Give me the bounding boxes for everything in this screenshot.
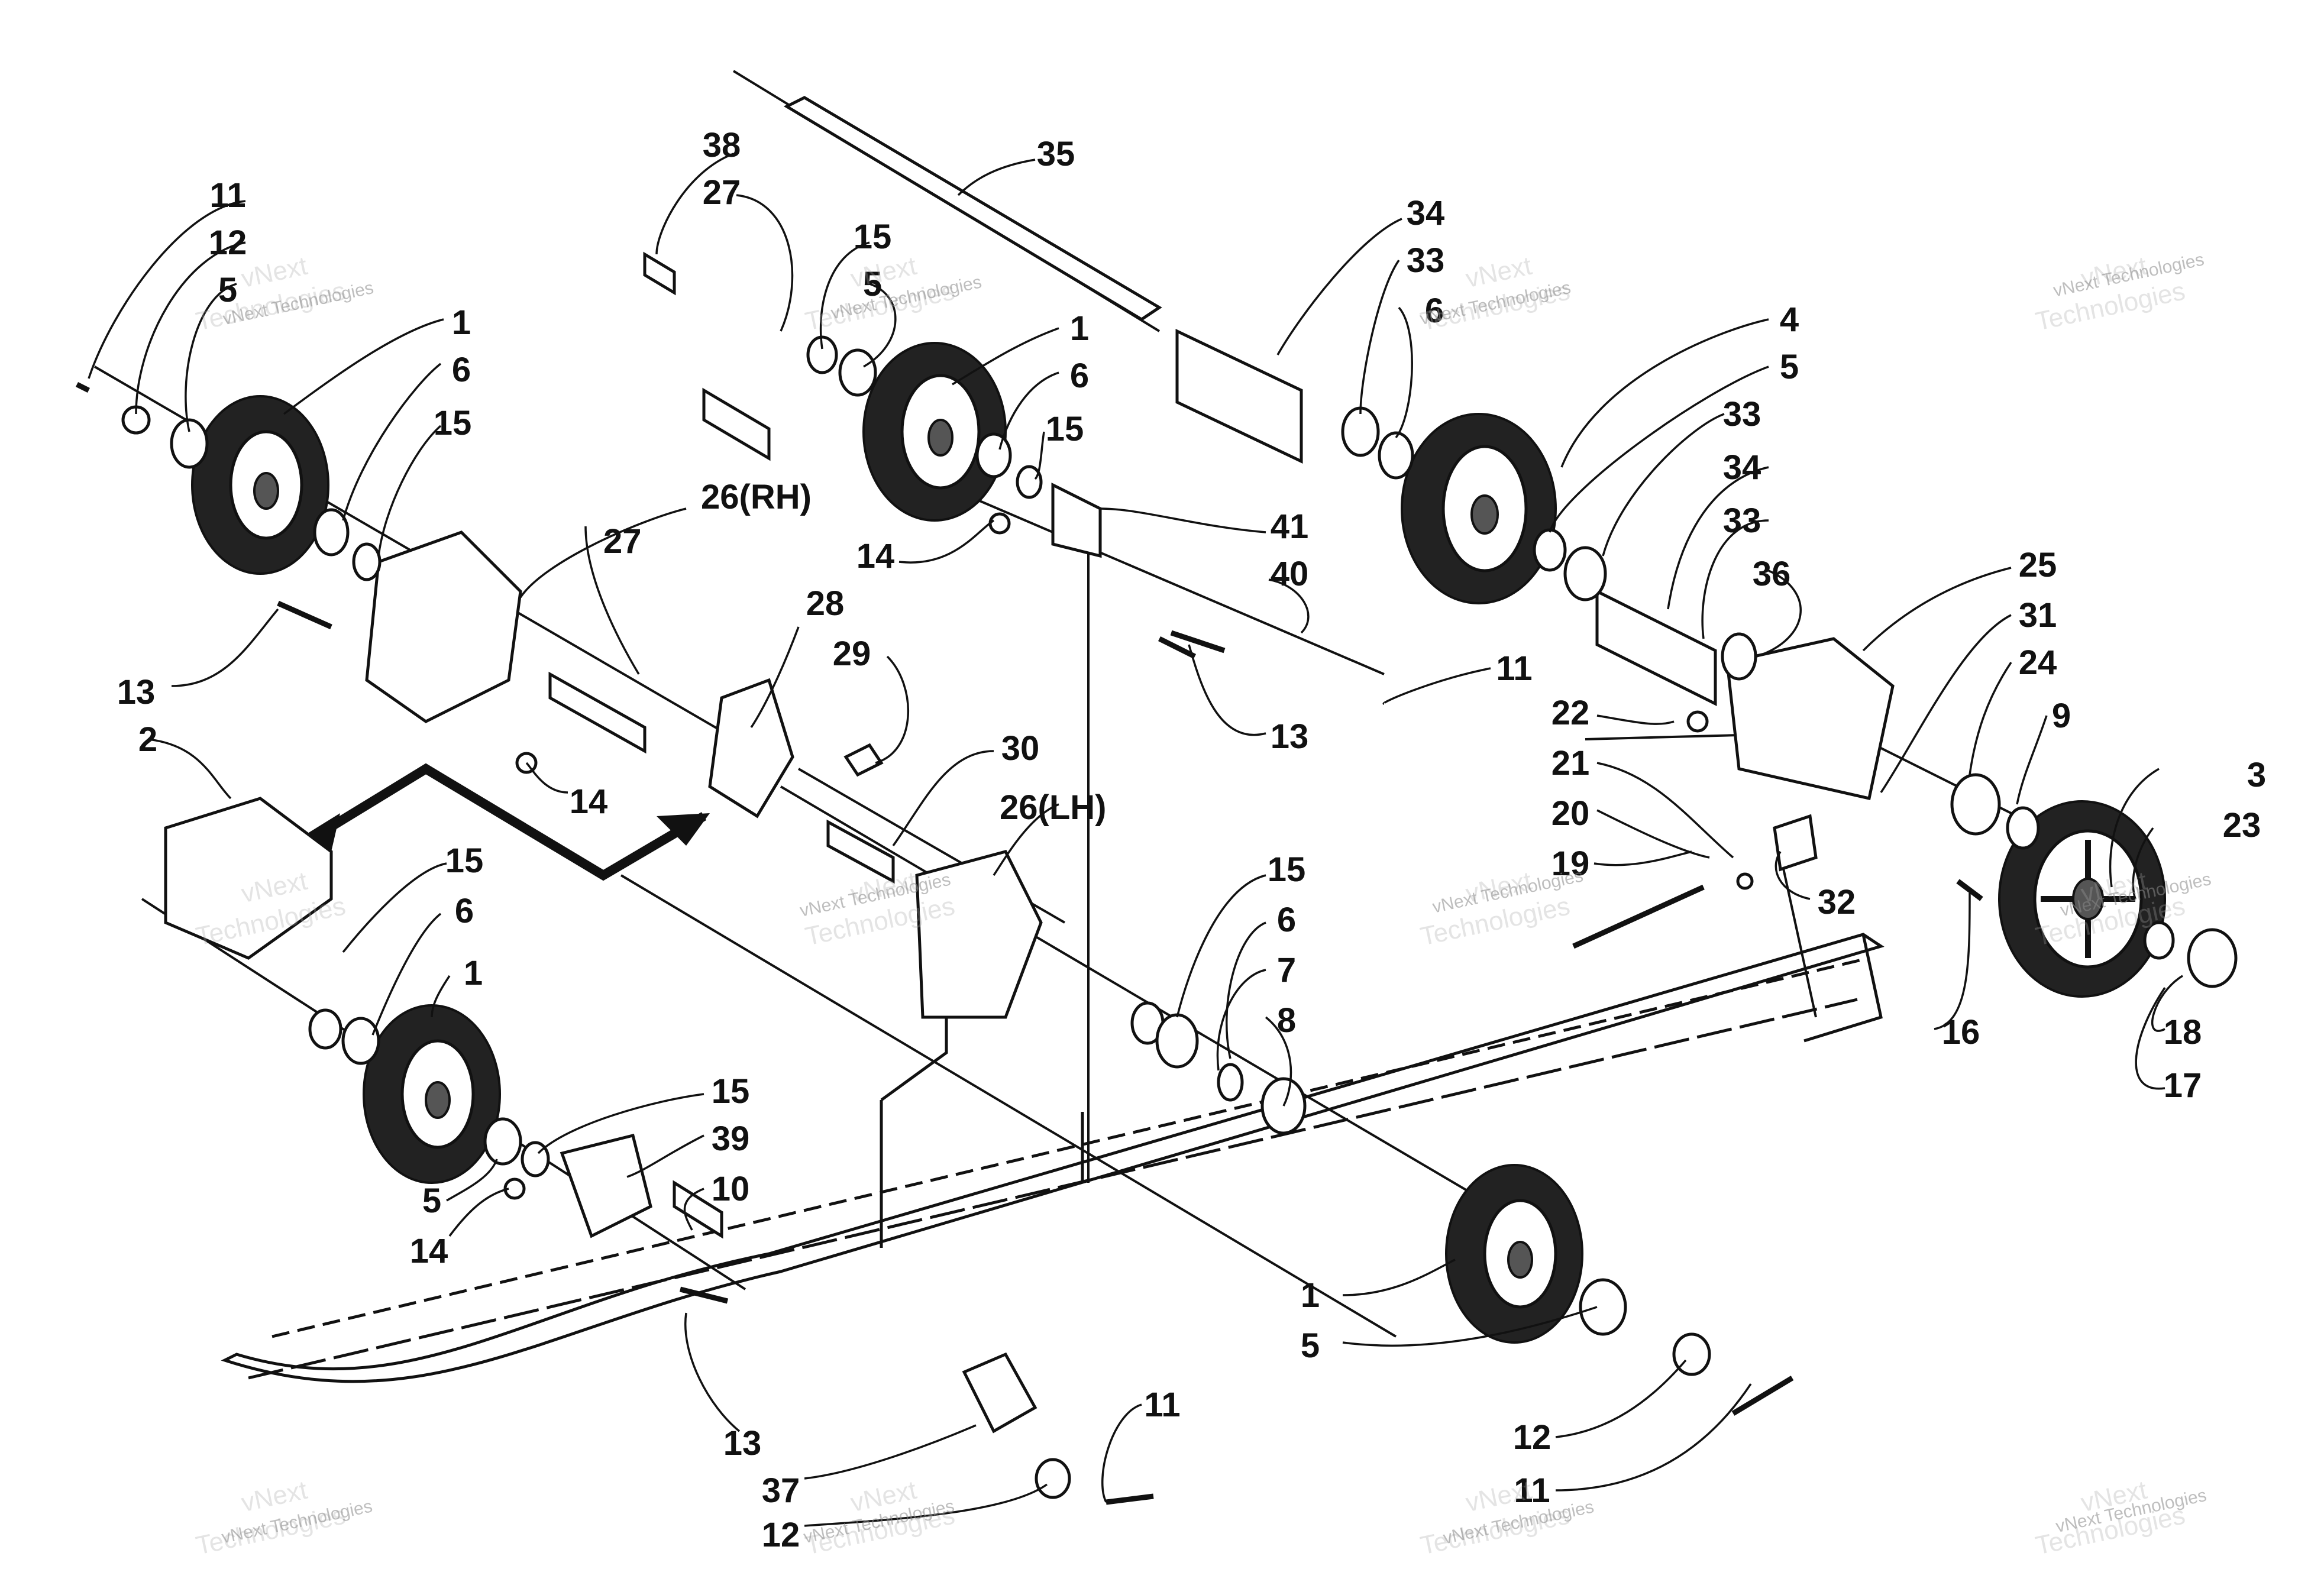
- callout-label: 5: [422, 1182, 441, 1220]
- wheel-upper-left: [191, 395, 329, 575]
- callout-label: 12: [209, 224, 247, 262]
- callout-label: 11: [1514, 1471, 1550, 1510]
- callout-label: 1: [464, 954, 483, 992]
- callout-label: 6: [1070, 357, 1089, 395]
- callout-label: 16: [1942, 1013, 1980, 1052]
- callout-label: 37: [762, 1471, 800, 1510]
- callout-label: 14: [856, 537, 895, 575]
- wheel-lower-center: [1445, 1164, 1583, 1344]
- callout-label: 32: [1818, 883, 1856, 921]
- callout-label: 10: [712, 1170, 750, 1208]
- callout-label: 14: [570, 782, 608, 821]
- callout-label: 4: [1780, 300, 1799, 339]
- callout-label: 1: [452, 303, 471, 342]
- callout-label: 6: [455, 892, 474, 930]
- callout-label: 5: [863, 265, 882, 303]
- callout-label: 36: [1753, 555, 1791, 593]
- callout-label: 21: [1552, 744, 1590, 782]
- watermark: vNext Technologies vNext Technologies: [802, 1476, 958, 1561]
- callout-label: 15: [445, 842, 484, 880]
- callout-label: 22: [1552, 694, 1590, 732]
- callout-label: 11: [1144, 1386, 1180, 1424]
- callout-label: 25: [2019, 546, 2057, 584]
- callout-label: 38: [703, 126, 741, 164]
- wheel-lower-left: [363, 1004, 501, 1184]
- callout-label: 15: [712, 1072, 750, 1111]
- callout-label: 15: [1268, 850, 1306, 889]
- callout-label: 30: [1001, 729, 1040, 768]
- callout-label: 12: [1513, 1418, 1552, 1457]
- callout-label: 13: [117, 673, 156, 711]
- track-rail: [221, 933, 1885, 1383]
- callout-label: 20: [1552, 794, 1590, 833]
- callout-label: 14: [410, 1232, 448, 1270]
- callout-label: 24: [2019, 643, 2057, 682]
- callout-label: 23: [2223, 806, 2261, 845]
- watermarks: vNext Technologies vNext Technologies vN…: [193, 250, 2213, 1561]
- callout-label: 33: [1723, 395, 1761, 433]
- callout-label: 40: [1271, 555, 1309, 593]
- callout-label: 29: [833, 635, 871, 673]
- callout-label: 31: [2019, 596, 2057, 635]
- callout-label: 13: [1271, 717, 1309, 756]
- watermark: vNext Technologies vNext Technologies: [2033, 1476, 2208, 1561]
- callout-label: 41: [1271, 507, 1309, 546]
- callout-label: 11: [1496, 649, 1532, 688]
- callout-label: 34: [1407, 194, 1445, 232]
- callout-label: 7: [1277, 951, 1296, 989]
- wheel-right-spoked: [1998, 800, 2166, 998]
- callout-label: 1: [1301, 1276, 1320, 1315]
- callout-label: 27: [603, 522, 642, 561]
- callout-label: 5: [218, 271, 237, 309]
- callout-label: 12: [762, 1516, 800, 1554]
- callout-label: 13: [723, 1424, 762, 1463]
- hardware: [75, 335, 2238, 1505]
- callout-label: 3: [2247, 756, 2266, 794]
- wheel-upper-center: [862, 342, 1007, 522]
- callout-label: 1: [1070, 309, 1089, 348]
- callout-label: 27: [703, 173, 741, 212]
- callout-labels: 11 12 5 1 6 15 26(RH) 27 13 2 14 38 27 1…: [117, 126, 2266, 1554]
- callout-label: 17: [2164, 1066, 2202, 1105]
- callout-label: 8: [1277, 1001, 1296, 1040]
- watermark: vNext Technologies vNext Technologies: [193, 1476, 374, 1561]
- callout-label: 28: [806, 584, 845, 623]
- callout-label: 5: [1301, 1327, 1320, 1365]
- callout-label: 39: [712, 1120, 750, 1158]
- brackets: [164, 482, 1895, 1434]
- callout-label: 15: [1046, 410, 1084, 448]
- callout-label: 2: [138, 720, 157, 759]
- callout-label: 6: [452, 351, 471, 389]
- watermark: vNext Technologies vNext Technologies: [2033, 250, 2206, 336]
- watermark: vNext Technologies vNext Technologies: [1418, 1476, 1596, 1561]
- leader-lines: [88, 153, 2183, 1527]
- watermark: vNext Technologies vNext Technologies: [1418, 866, 1585, 951]
- callout-label: 11: [209, 176, 245, 215]
- callout-label: 18: [2164, 1013, 2202, 1052]
- callout-label: 15: [434, 404, 472, 442]
- callout-label: 15: [854, 218, 892, 256]
- callout-label: 6: [1277, 901, 1296, 939]
- callout-label: 6: [1425, 292, 1444, 330]
- callout-label: 9: [2052, 697, 2071, 735]
- shafts: [548, 96, 1717, 1239]
- callout-label: 33: [1407, 241, 1445, 280]
- callout-label: 35: [1037, 135, 1075, 173]
- direction-arrow: [278, 763, 710, 881]
- callout-label: 19: [1552, 845, 1590, 883]
- callout-label: 34: [1723, 448, 1761, 487]
- wheel-upper-right: [1401, 413, 1557, 604]
- callout-label: 33: [1723, 502, 1761, 540]
- callout-label: 5: [1780, 348, 1799, 386]
- callout-label: 26(RH): [701, 478, 812, 516]
- callout-label: 26(LH): [1000, 788, 1106, 827]
